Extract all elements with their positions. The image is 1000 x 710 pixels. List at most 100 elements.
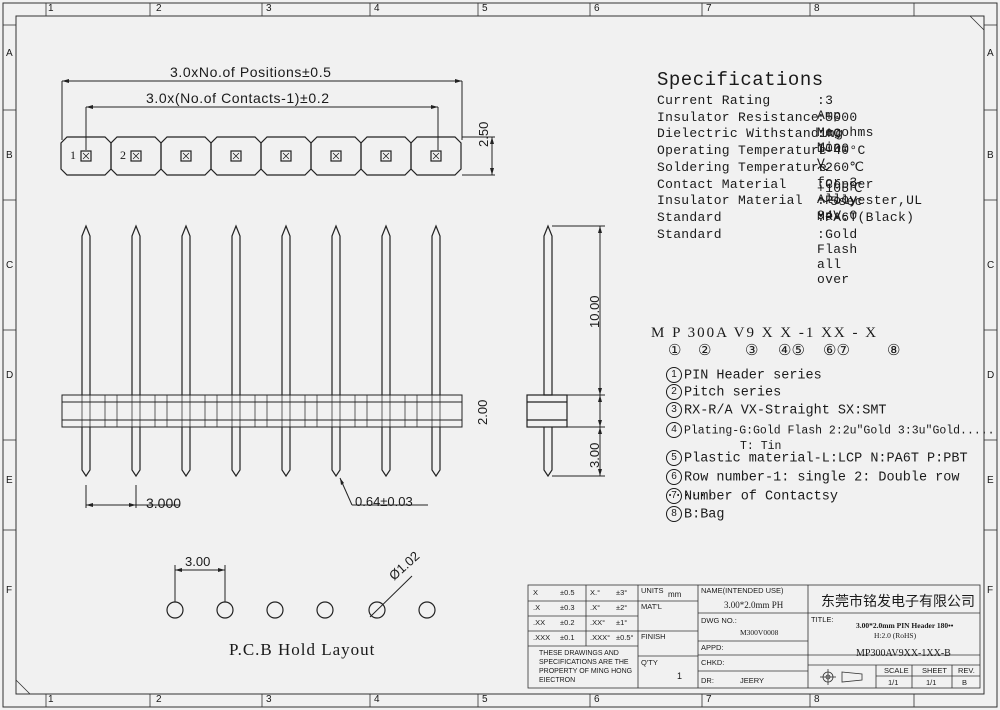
header-pin <box>331 224 341 478</box>
column-label-bottom: 6 <box>594 694 600 705</box>
tolerance-angle-key: .X° <box>590 603 601 612</box>
column-label-top: 1 <box>48 3 54 14</box>
row-label-left: A <box>6 48 13 59</box>
header-pin <box>131 224 141 478</box>
title-label: TITLE: <box>811 615 834 624</box>
callout-marker: ⑥⑦ <box>823 343 850 359</box>
rev-value: B <box>962 678 968 687</box>
row-label-left: B <box>6 150 13 161</box>
spec-label: Operating Temperature <box>657 143 828 159</box>
part-number-code: M P 300A V9 X X -1 XX - X <box>651 325 879 341</box>
spec-row: Dielectric Withstanding:AC 1000 V <box>657 126 849 171</box>
scale-value: 1/1 <box>888 678 899 687</box>
pcb-dim-pitch: 3.00 <box>185 554 211 569</box>
part-no: MP300AV9XX-1XX-B <box>856 648 951 659</box>
spec-row: Contact Material :Copper Alloy <box>657 176 873 207</box>
scale-label: SCALE <box>884 666 909 675</box>
housing-segment <box>110 136 162 176</box>
projection-symbol <box>820 669 863 685</box>
column-label-bottom: 2 <box>156 694 162 705</box>
legend-text: Plating-G:Gold Flash 2:2u"Gold 3:3u"Gold… <box>684 424 995 438</box>
units-value: mm <box>668 590 682 599</box>
pcb-hole <box>266 601 284 619</box>
spec-row: Current Rating :3 Amp <box>657 93 841 123</box>
dim-pin: 0.64±0.03 <box>355 494 413 509</box>
dim-contacts: 3.0x(No.of Contacts-1)±0.2 <box>146 90 330 106</box>
row-label-left: F <box>6 585 13 596</box>
callout-marker: ① <box>668 343 682 359</box>
legend-text: Number of Contactsy <box>684 489 838 505</box>
pcb-hole <box>418 601 436 619</box>
spec-label: Current Rating <box>657 93 771 108</box>
specs-title: Specifications <box>657 69 824 91</box>
row-label-right: A <box>987 48 994 59</box>
tolerance-angle-key: .XX° <box>590 618 606 627</box>
appd-label: APPD: <box>701 643 724 652</box>
pin-square <box>180 150 192 162</box>
spec-value: :Copper Alloy <box>817 176 874 207</box>
tolerance-key: .X <box>533 603 541 612</box>
spec-row: Insulator Resistance:5000 Megohms Min. <box>657 109 873 155</box>
sheet-label: SHEET <box>922 666 948 675</box>
matl-label: MAT'L <box>641 602 662 611</box>
spec-label: Insulator Resistance <box>657 109 820 125</box>
sheet-value: 1/1 <box>926 678 937 687</box>
spec-value: :Gold Flash all over <box>817 226 858 287</box>
pin-square <box>430 150 442 162</box>
spec-label: Soldering Temperature <box>657 159 828 175</box>
legend-number: 7 <box>666 488 682 504</box>
tolerance-value: ±0.2 <box>560 618 575 627</box>
row-label-left: D <box>6 370 14 381</box>
dr-label: DR: <box>701 676 714 685</box>
column-label-bottom: 4 <box>374 694 380 705</box>
dim-pitch: 3.000 <box>146 495 182 511</box>
spec-label: Standard <box>657 226 722 242</box>
header-pin <box>231 224 241 478</box>
header-pin <box>181 224 191 478</box>
dim-height: 2.50 <box>476 121 491 147</box>
top-view-housing <box>60 136 462 176</box>
tolerance-angle-value: ±2° <box>616 603 628 612</box>
row-label-right: E <box>987 475 994 486</box>
pcb-hole <box>216 601 234 619</box>
finish-label: FINISH <box>641 632 666 641</box>
spec-row: Soldering Temperature:260℃ for 3～5sec Ma… <box>657 159 864 224</box>
column-label-bottom: 5 <box>482 694 488 705</box>
pcb-hole <box>316 601 334 619</box>
spec-value: :AC 1000 V <box>817 126 850 172</box>
housing-segment <box>410 136 462 176</box>
title-value: 3.00*2.0mm PIN Header 180•• <box>856 621 954 630</box>
column-label-top: 5 <box>482 3 488 14</box>
legend-number: 5 <box>666 450 682 466</box>
dim-bottom: 3.00 <box>587 442 602 468</box>
pcb-title: P.C.B Hold Layout <box>229 640 376 659</box>
tolerance-value: ±0.5 <box>560 588 575 597</box>
legend-text: Pitch series <box>684 385 782 401</box>
column-label-top: 8 <box>814 3 820 14</box>
callout-marker: ③ <box>745 343 759 359</box>
qty-label: Q'TY <box>641 658 658 667</box>
spec-value: :3 Amp <box>817 93 842 123</box>
qty-value: 1 <box>677 671 683 681</box>
tolerance-angle-value: ±0.5° <box>616 633 634 642</box>
callout-marker: ⑧ <box>887 343 901 359</box>
row-label-right: B <box>987 150 994 161</box>
spec-row: Standard :Gold Flash all over <box>657 226 857 287</box>
tolerance-key: .XX <box>533 618 546 627</box>
spec-label: Standard <box>657 209 722 225</box>
housing-segment <box>260 136 312 176</box>
tolerance-angle-value: ±3° <box>616 588 628 597</box>
spec-label: Contact Material <box>657 176 787 192</box>
callout-marker: ④⑤ <box>778 343 805 359</box>
pin-square <box>330 150 342 162</box>
front-view <box>81 224 441 478</box>
dim-positions: 3.0xNo.of Positions±0.5 <box>170 64 332 80</box>
legend-text: T: Tin <box>740 440 782 453</box>
tolerance-key: X <box>533 588 539 597</box>
